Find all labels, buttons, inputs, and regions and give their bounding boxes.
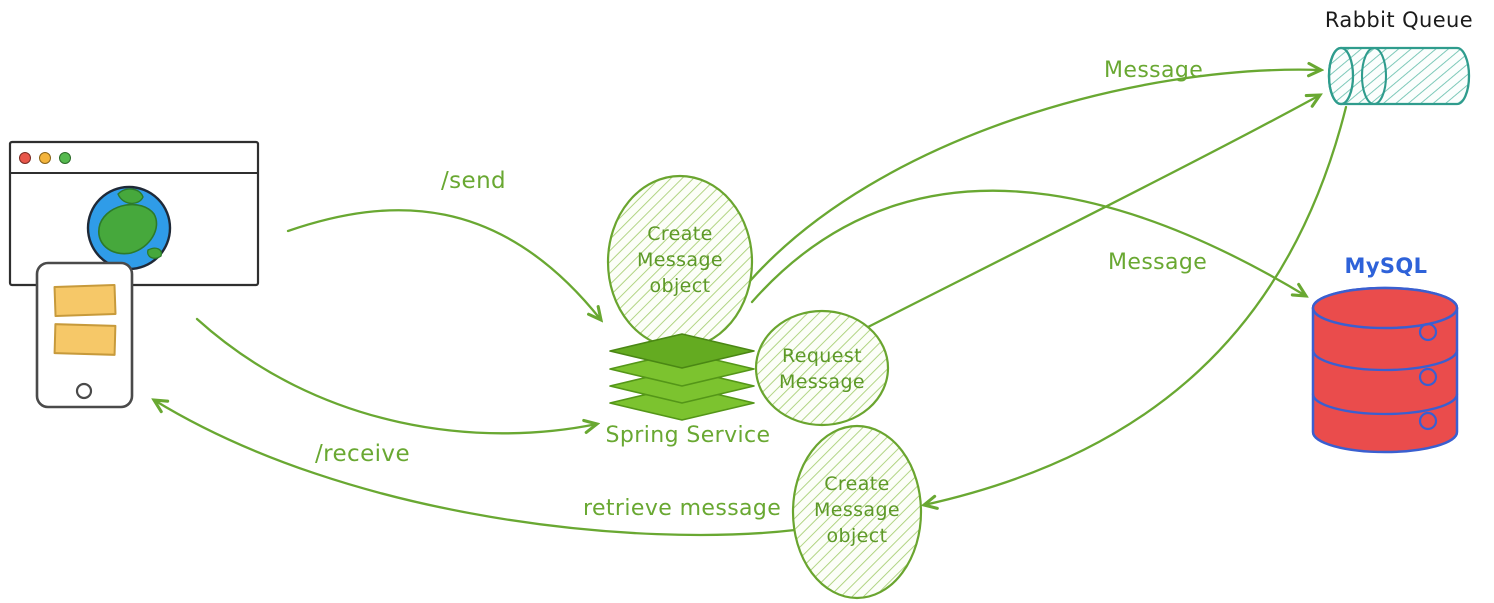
database-cylinder-icon — [1311, 286, 1459, 454]
spring-service-label: Spring Service — [606, 423, 771, 448]
node-create-message-bottom-line2: Message — [814, 499, 900, 521]
globe-icon — [86, 185, 172, 271]
browser-window — [8, 140, 260, 287]
mysql-label: MySQL — [1345, 254, 1428, 278]
traffic-light-yellow-icon — [39, 152, 51, 164]
mysql-node: MySQL — [1311, 254, 1459, 454]
spring-service-node: Spring Service — [606, 333, 771, 448]
traffic-light-red-icon — [19, 152, 31, 164]
node-create-message-top-line1: Create — [647, 223, 713, 245]
traffic-light-green-icon — [59, 152, 71, 164]
db-bolt-icon — [1418, 411, 1438, 431]
node-create-message-bottom-line1: Create — [824, 473, 890, 495]
home-button-icon — [75, 382, 93, 400]
arrow-receive-label: /receive — [315, 441, 410, 467]
arrow-message-to-mysql-label: Message — [1108, 250, 1207, 275]
horizontal-cylinder-icon — [1327, 46, 1471, 106]
arrow-message-to-mysql: Message — [750, 189, 1306, 304]
arrow-send: /send — [286, 168, 601, 320]
rabbit-queue-node: Rabbit Queue — [1325, 8, 1473, 106]
arrow-retrieve-message-label: retrieve message — [583, 496, 781, 521]
node-create-message-bottom-line3: object — [827, 525, 888, 547]
node-request-message-line2: Message — [779, 371, 865, 393]
node-request-message: Request Message — [754, 309, 890, 427]
arrow-message-to-queue: Message — [748, 58, 1321, 283]
node-request-message-line1: Request — [782, 345, 862, 367]
node-create-message-top-line2: Message — [637, 249, 723, 271]
node-create-message-bottom: Create Message object — [791, 424, 923, 600]
message-card — [53, 323, 117, 356]
arrow-message-to-queue-label: Message — [1104, 58, 1203, 83]
arrow-queue-to-create — [924, 105, 1348, 505]
arrow-request-to-queue — [866, 95, 1320, 329]
db-bolt-icon — [1418, 322, 1438, 342]
layers-stack-icon — [609, 333, 755, 421]
arrow-retrieve-message: retrieve message — [154, 400, 797, 537]
arrow-receive: /receive — [195, 317, 597, 467]
node-create-message-top: Create Message object — [606, 174, 754, 350]
rabbit-queue-label: Rabbit Queue — [1325, 8, 1473, 32]
node-create-message-top-line3: object — [650, 275, 711, 297]
edges-layer: /send Message Message retrieve message — [154, 58, 1348, 537]
tablet-device — [35, 261, 134, 409]
message-card — [53, 283, 117, 318]
arrow-send-label: /send — [441, 168, 506, 194]
db-bolt-icon — [1418, 367, 1438, 387]
